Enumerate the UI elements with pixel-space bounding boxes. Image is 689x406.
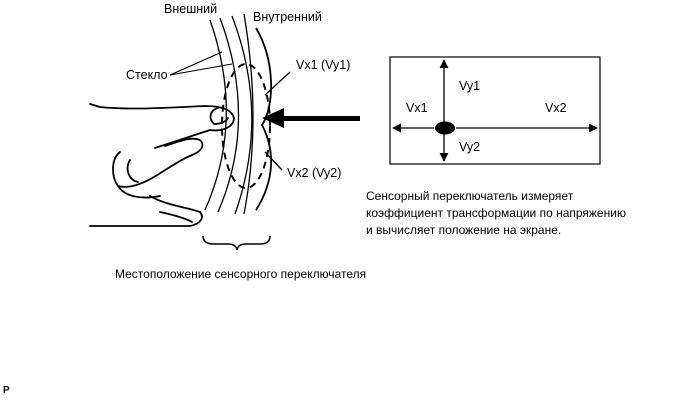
press-arrow	[262, 108, 360, 128]
screen-diagram: Vy1 Vy2 Vx1 Vx2	[389, 56, 601, 165]
vx2-vy2-label: Vx2 (Vy2)	[287, 166, 341, 180]
vx2-label: Vx2	[545, 101, 567, 115]
outer-label: Внешний	[164, 2, 217, 16]
screen-rectangle	[389, 56, 601, 165]
switch-area-dashed-ellipse	[221, 63, 271, 189]
touch-point	[435, 121, 455, 135]
description-line-1: Сенсорный переключатель измеряет	[366, 189, 574, 203]
description-line-3: и вычисляет положение на экране.	[366, 223, 561, 237]
switch-location-brace	[202, 235, 271, 251]
glass-layers	[204, 13, 273, 215]
hand-drawing	[89, 103, 235, 227]
voltage-leader-lines	[264, 71, 291, 171]
switch-location-label: Местоположение сенсорного переключателя	[115, 267, 366, 281]
inner-label: Внутренний	[253, 10, 322, 24]
description-text: Сенсорный переключатель измеряет коэффиц…	[366, 189, 626, 237]
description-line-2: коэффициент трансформации по напряжению	[366, 206, 626, 220]
vx1-vy1-label: Vx1 (Vy1)	[296, 58, 350, 72]
glass-leader-lines	[169, 51, 233, 76]
vy2-label: Vy2	[459, 140, 480, 154]
corner-mark: P	[3, 385, 10, 396]
glass-label: Стекло	[126, 68, 168, 82]
vy1-label: Vy1	[459, 79, 480, 93]
vx1-label: Vx1	[406, 101, 428, 115]
